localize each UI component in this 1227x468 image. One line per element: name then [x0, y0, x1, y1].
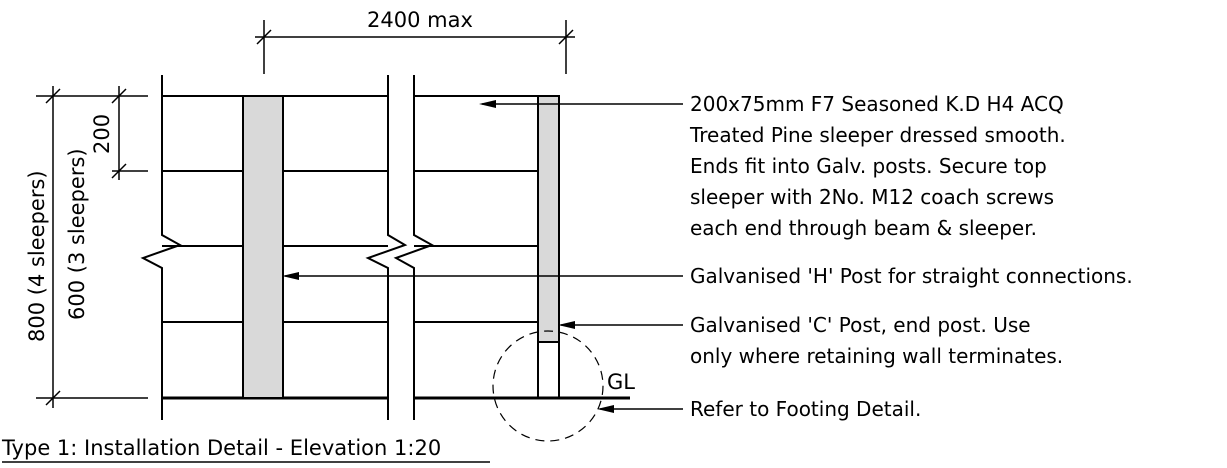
leader-c-post — [558, 321, 683, 329]
note-sleeper-line-4: sleeper with 2No. M12 coach screws — [690, 185, 1054, 209]
middle-break-left — [365, 75, 408, 420]
leader-sleeper — [479, 100, 683, 108]
height-4-sleepers-label: 800 (4 sleepers) — [25, 170, 49, 342]
note-c-post: Galvanised 'C' Post, end post. Use only … — [690, 313, 1063, 368]
left-break-line — [140, 75, 183, 420]
width-dimension-label: 2400 max — [367, 8, 473, 32]
note-sleeper-line-3: Ends fit into Galv. posts. Secure top — [690, 154, 1047, 178]
note-footing: Refer to Footing Detail. — [690, 397, 921, 421]
note-sleeper-line-2: Treated Pine sleeper dressed smooth. — [689, 123, 1066, 147]
drawing-title: Type 1: Installation Detail - Elevation … — [1, 436, 441, 460]
note-h-post: Galvanised 'H' Post for straight connect… — [690, 264, 1133, 288]
c-post — [537, 95, 560, 343]
sleeper-height-label: 200 — [90, 114, 114, 154]
height-3-sleepers-label: 600 (3 sleepers) — [65, 148, 89, 320]
note-c-post-line-2: only where retaining wall terminates. — [690, 344, 1063, 368]
ground-level-label: GL — [607, 370, 635, 394]
note-sleeper-line-5: each end through beam & sleeper. — [690, 216, 1037, 240]
height-4-sleepers-dimension: 800 (4 sleepers) — [25, 86, 148, 408]
leader-h-post — [282, 272, 683, 280]
note-c-post-line-1: Galvanised 'C' Post, end post. Use — [690, 313, 1031, 337]
note-sleeper-line-1: 200x75mm F7 Seasoned K.D H4 ACQ — [690, 92, 1064, 116]
leader-footing — [597, 405, 683, 413]
middle-break-right — [393, 75, 435, 420]
h-post — [242, 95, 284, 399]
note-sleeper: 200x75mm F7 Seasoned K.D H4 ACQ Treated … — [689, 92, 1066, 240]
width-dimension: 2400 max — [255, 8, 575, 74]
height-3-sleepers-dimension: 200 600 (3 sleepers) — [65, 86, 148, 320]
footing-detail-circle — [492, 330, 604, 442]
